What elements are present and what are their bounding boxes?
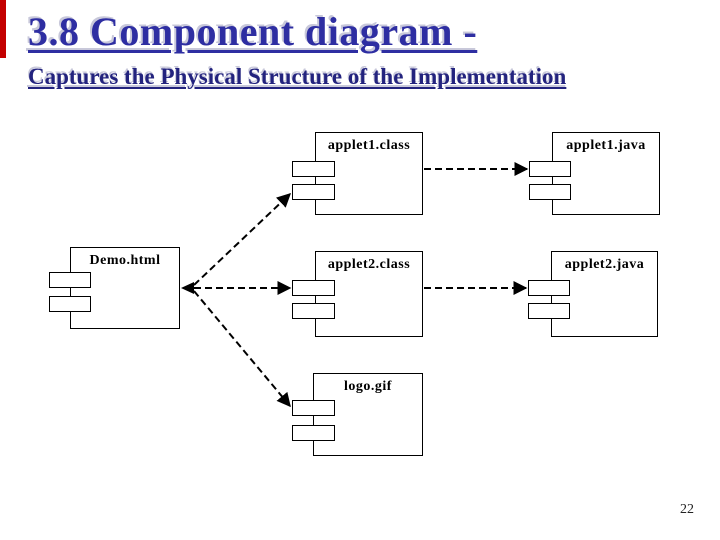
component-label: Demo.html bbox=[89, 253, 161, 268]
component-box: Demo.html bbox=[70, 247, 180, 329]
component-box: applet2.java bbox=[551, 251, 658, 337]
component-tab-icon bbox=[292, 280, 335, 296]
arrowhead-into-demo-html bbox=[181, 282, 194, 294]
component-tab-icon bbox=[49, 296, 91, 312]
component-tab-icon bbox=[528, 303, 570, 319]
component-tab-icon bbox=[529, 161, 571, 177]
page-number: 22 bbox=[680, 502, 694, 517]
component-tab-icon bbox=[529, 184, 571, 200]
component-tab-icon bbox=[292, 184, 335, 200]
dependency-arrow-demo-to-logo-gif bbox=[193, 290, 291, 408]
component-tab-icon bbox=[292, 400, 335, 416]
component-label: applet1.java bbox=[566, 138, 646, 153]
page-subtitle: Captures the Physical Structure of the I… bbox=[28, 64, 567, 89]
component-tab-icon bbox=[528, 280, 570, 296]
dependency-arrow-demo-to-applet1-class bbox=[193, 193, 292, 286]
component-label: applet2.java bbox=[564, 257, 645, 272]
component-tab-icon bbox=[49, 272, 91, 288]
component-label: logo.gif bbox=[344, 379, 392, 394]
page-title: 3.8 Component diagram - bbox=[28, 9, 478, 54]
component-tab-icon bbox=[292, 303, 335, 319]
component-tab-icon bbox=[292, 425, 335, 441]
component-tab-icon bbox=[292, 161, 335, 177]
red-accent-bar bbox=[0, 0, 6, 58]
component-label: applet2.class bbox=[327, 257, 411, 272]
component-box: applet1.class bbox=[315, 132, 423, 215]
component-label: applet1.class bbox=[327, 138, 411, 153]
